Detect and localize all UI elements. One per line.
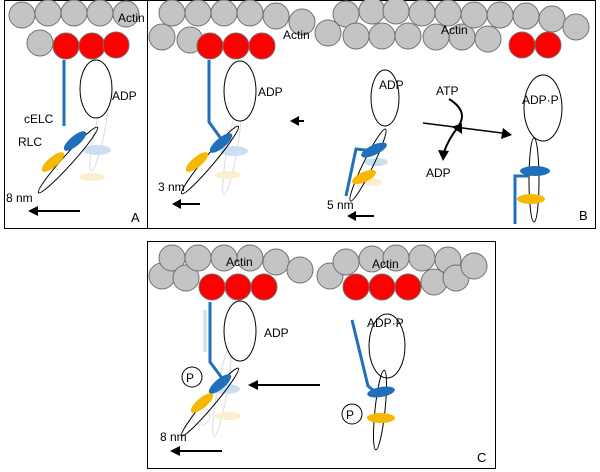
celc-domain [63,131,87,151]
panel-c: Actin Actin ADP P ADP·P P 8 nm C [148,244,488,465]
phosphate-label: P [186,371,194,385]
adp-label: ADP [264,326,289,340]
lever-tail [180,125,240,195]
actin-filament [8,0,140,60]
lever-arm [207,60,224,141]
step-arrowhead-a [28,206,38,216]
phosphate-marker [341,403,363,425]
lever-tail [349,128,387,202]
motor-domain [523,74,563,142]
adp-label: ADP [258,85,283,99]
step-label-a: 8 nm [6,191,33,205]
rlc-domain [367,413,395,423]
motor-domain [223,60,257,122]
step-arrowhead-c [170,446,180,456]
lever-arm [208,302,224,379]
adp-p-label: ADP·P [522,93,559,107]
actin-label: Actin [118,11,145,25]
actin-label: Actin [283,28,310,42]
motor-domain [223,300,257,362]
step-arrowhead-b1 [172,199,181,209]
actin-filament [148,244,488,301]
step-label-b1: 3 nm [158,180,185,194]
actin-filament [148,0,590,60]
phosphate-marker [181,366,203,388]
actin-label: Actin [441,23,468,37]
rlc-label: RLC [18,135,42,149]
lever-tail [373,369,387,451]
transition-arrowhead [290,116,299,126]
panel-c-frame [147,241,496,469]
adp-label: ADP [112,89,137,103]
motor-domain [370,69,400,127]
motor-domain [79,59,113,119]
atp-binding-arrow [448,98,463,129]
actin-label: Actin [372,257,399,271]
rlc-domain [190,393,214,413]
panel-a: Actin ADP cELC RLC 8 nm A [6,0,145,225]
rlc-domain [41,152,65,172]
step-label-b2: 5 nm [327,198,354,212]
phosphate-label: P [346,408,354,422]
rlc-domain [352,169,376,185]
celc-domain [361,142,387,158]
adp-p-label: ADP·P [367,316,404,330]
adp-release-arrow [443,126,459,153]
panel-a-letter: A [131,210,140,225]
panel-c-letter: C [477,450,486,465]
celc-domain [367,386,395,398]
adp-label: ADP [379,78,404,92]
lever-arm [513,174,529,224]
panel-b: Actin Actin ADP 3 nm ADP 5 nm [148,0,590,224]
transition-arrowhead [248,380,258,390]
hydrolysis-arrowhead [501,128,512,139]
panel-b-letter: B [579,208,588,223]
lever-tail [528,137,540,223]
atp-label: ATP [436,84,458,98]
lever-tail [37,126,99,194]
step-arrowhead-b2 [347,211,356,221]
motor-domain [368,313,406,379]
celc-domain [520,166,550,176]
adp-release-arrowhead [438,150,449,161]
rlc-domain [185,152,209,172]
celc-domain [209,133,233,153]
celc-domain [208,374,232,394]
celc-label: cELC [24,112,54,126]
hydrolysis-arrow [422,122,503,134]
actin-label: Actin [226,255,253,269]
step-label-c: 8 nm [160,430,187,444]
rlc-domain [517,194,545,204]
adp-label: ADP [426,166,451,180]
faded-head [79,96,111,181]
